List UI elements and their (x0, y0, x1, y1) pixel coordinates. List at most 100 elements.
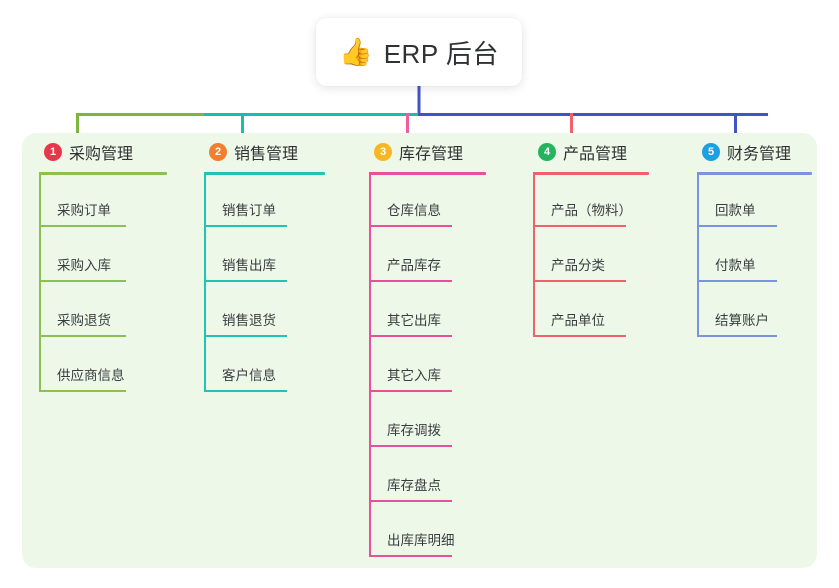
module-spine-5 (697, 172, 699, 337)
menu-item-rule (369, 335, 452, 337)
module-badge-2: 2 (209, 143, 227, 161)
menu-item-label: 产品单位 (551, 313, 605, 328)
menu-item[interactable]: 采购入库 (39, 227, 187, 282)
menu-item-label: 付款单 (715, 258, 756, 273)
module-title-2: 销售管理 (234, 146, 299, 163)
menu-item-rule (533, 225, 626, 227)
menu-item-label: 采购订单 (57, 203, 111, 218)
menu-item-label: 销售退货 (222, 313, 276, 328)
module-header-4[interactable]: 4 产品管理 (516, 133, 681, 171)
menu-item-label: 其它入库 (387, 368, 441, 383)
module-badge-3: 3 (374, 143, 392, 161)
menu-item-label: 销售订单 (222, 203, 276, 218)
menu-item[interactable]: 采购订单 (39, 172, 187, 227)
menu-item[interactable]: 库存盘点 (369, 447, 517, 502)
menu-item[interactable]: 其它出库 (369, 282, 517, 337)
menu-item-rule (533, 335, 626, 337)
menu-item-rule (39, 225, 126, 227)
menu-item-rule (204, 280, 287, 282)
menu-item[interactable]: 出库库明细 (369, 502, 517, 557)
menu-item-rule (204, 225, 287, 227)
module-spine-3 (369, 172, 371, 557)
module-title-3: 库存管理 (399, 146, 464, 163)
menu-item-label: 销售出库 (222, 258, 276, 273)
menu-item-label: 仓库信息 (387, 203, 441, 218)
module-title-5: 财务管理 (727, 146, 792, 163)
module-column-5: 5 财务管理回款单付款单结算账户 (680, 133, 839, 337)
module-items-5: 回款单付款单结算账户 (697, 172, 839, 337)
menu-item[interactable]: 结算账户 (697, 282, 839, 337)
menu-item[interactable]: 回款单 (697, 172, 839, 227)
module-title-4: 产品管理 (563, 146, 628, 163)
menu-item[interactable]: 其它入库 (369, 337, 517, 392)
menu-item[interactable]: 库存调拨 (369, 392, 517, 447)
menu-item-rule (369, 555, 452, 557)
menu-item-rule (369, 445, 452, 447)
menu-item[interactable]: 仓库信息 (369, 172, 517, 227)
module-rule-1 (39, 172, 167, 175)
menu-item[interactable]: 客户信息 (204, 337, 352, 392)
module-badge-1: 1 (44, 143, 62, 161)
menu-item[interactable]: 采购退货 (39, 282, 187, 337)
module-items-1: 采购订单采购入库采购退货供应商信息 (39, 172, 187, 392)
module-column-1: 1 采购管理采购订单采购入库采购退货供应商信息 (22, 133, 187, 392)
menu-item-rule (369, 500, 452, 502)
module-spine-2 (204, 172, 206, 392)
module-badge-4: 4 (538, 143, 556, 161)
module-spine-1 (39, 172, 41, 392)
root-node[interactable]: 👍 ERP 后台 (316, 18, 522, 86)
menu-item[interactable]: 销售退货 (204, 282, 352, 337)
module-header-2[interactable]: 2 销售管理 (187, 133, 352, 171)
menu-item-rule (369, 280, 452, 282)
menu-item-rule (697, 280, 777, 282)
menu-item-rule (39, 280, 126, 282)
module-items-3: 仓库信息产品库存其它出库其它入库库存调拨库存盘点出库库明细 (369, 172, 517, 557)
module-columns: 1 采购管理采购订单采购入库采购退货供应商信息 2 销售管理销售订单销售出库销售退货客… (22, 133, 817, 568)
module-rule-4 (533, 172, 649, 175)
modules-panel (22, 133, 817, 568)
module-spine-4 (533, 172, 535, 337)
menu-item[interactable]: 产品库存 (369, 227, 517, 282)
menu-item-rule (697, 335, 777, 337)
module-column-4: 4 产品管理产品（物料） 产品分类产品单位 (516, 133, 681, 337)
menu-item-label: 供应商信息 (57, 368, 125, 383)
menu-item[interactable]: 产品（物料） (533, 172, 681, 227)
menu-item-label: 结算账户 (715, 313, 769, 328)
menu-item-label: 其它出库 (387, 313, 441, 328)
module-title-1: 采购管理 (69, 146, 134, 163)
menu-item[interactable]: 产品单位 (533, 282, 681, 337)
menu-item-rule (204, 390, 287, 392)
menu-item-label: 库存调拨 (387, 423, 441, 438)
menu-item[interactable]: 销售订单 (204, 172, 352, 227)
menu-item-rule (369, 225, 452, 227)
menu-item-rule (533, 280, 626, 282)
menu-item-label: 出库库明细 (387, 533, 455, 548)
module-items-4: 产品（物料） 产品分类产品单位 (533, 172, 681, 337)
menu-item-rule (39, 335, 126, 337)
menu-item-rule (204, 335, 287, 337)
module-rule-3 (369, 172, 486, 175)
module-badge-5: 5 (702, 143, 720, 161)
menu-item-label: 采购退货 (57, 313, 111, 328)
module-header-5[interactable]: 5 财务管理 (680, 133, 839, 171)
menu-item-label: 采购入库 (57, 258, 111, 273)
module-header-3[interactable]: 3 库存管理 (352, 133, 517, 171)
menu-item[interactable]: 供应商信息 (39, 337, 187, 392)
menu-item-label: 产品分类 (551, 258, 605, 273)
menu-item-label: 产品库存 (387, 258, 441, 273)
module-column-3: 3 库存管理仓库信息产品库存其它出库其它入库库存调拨库存盘点出库库明细 (352, 133, 517, 557)
menu-item[interactable]: 付款单 (697, 227, 839, 282)
menu-item-rule (369, 390, 452, 392)
module-header-1[interactable]: 1 采购管理 (22, 133, 187, 171)
menu-item-rule (697, 225, 777, 227)
module-rule-5 (697, 172, 812, 175)
menu-item[interactable]: 产品分类 (533, 227, 681, 282)
thumbs-up-icon: 👍 (339, 36, 373, 68)
menu-item[interactable]: 销售出库 (204, 227, 352, 282)
module-rule-2 (204, 172, 325, 175)
menu-item-label: 库存盘点 (387, 478, 441, 493)
menu-item-label: 客户信息 (222, 368, 276, 383)
menu-item-rule (39, 390, 126, 392)
module-items-2: 销售订单销售出库销售退货客户信息 (204, 172, 352, 392)
